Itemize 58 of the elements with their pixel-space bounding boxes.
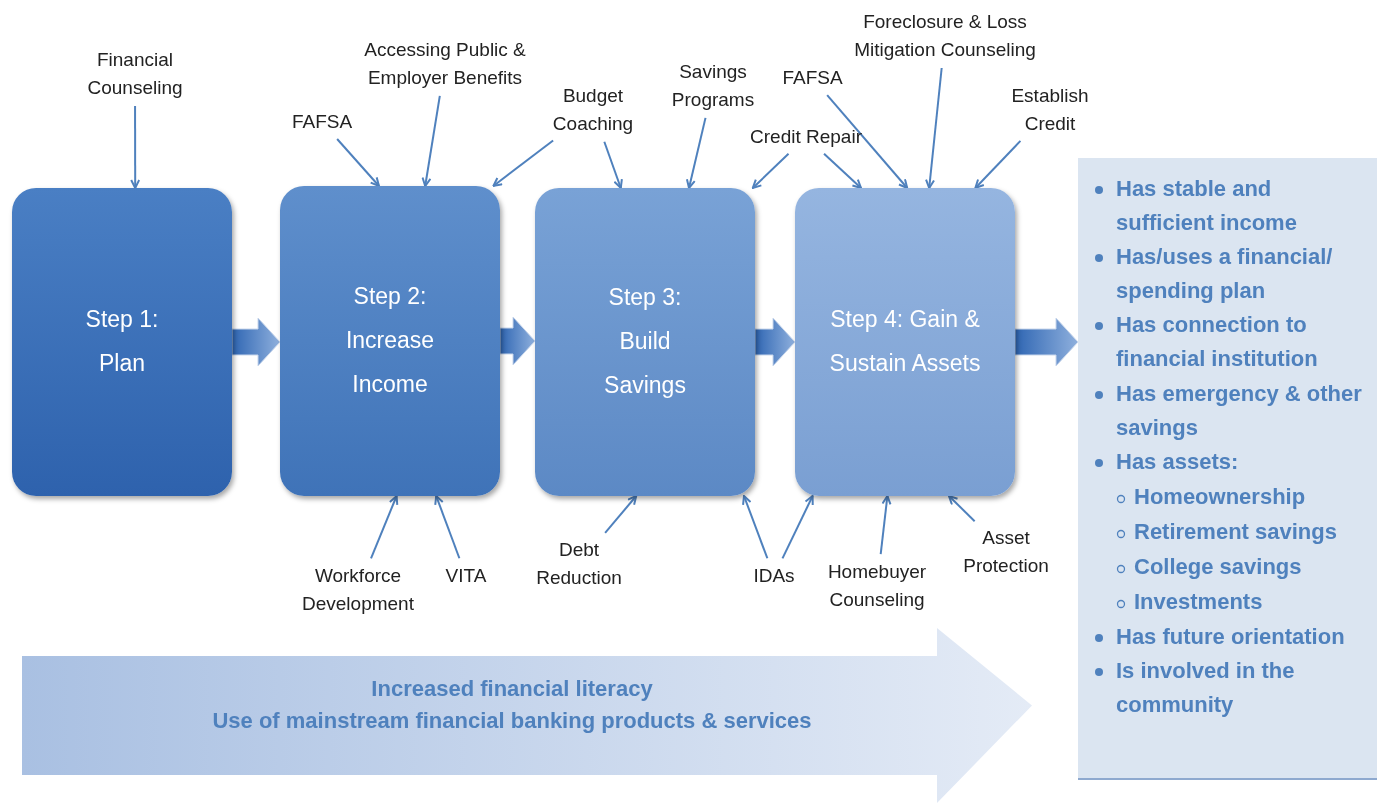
outcome-item: Has assets: <box>1116 448 1239 474</box>
arrow <box>604 495 638 534</box>
step-label: Step 1: Plan <box>84 305 160 378</box>
arrow <box>948 495 976 523</box>
block-arrow <box>499 316 536 366</box>
arrow <box>925 67 943 189</box>
callout-label: FAFSA <box>775 64 850 92</box>
arrow <box>781 495 814 560</box>
outcome-item: College savings <box>1134 554 1302 580</box>
arrow <box>823 152 862 189</box>
outcome-item: Has future orientation <box>1116 623 1345 649</box>
step-label: Step 3: Build Savings <box>603 283 687 400</box>
callout-label: Asset Protection <box>950 524 1062 580</box>
outcome-item: Has stable and sufficient income <box>1116 176 1297 236</box>
banner-arrow <box>22 628 1032 803</box>
arrow <box>685 116 707 189</box>
step-label: Step 4: Gain & Sustain Assets <box>828 305 982 378</box>
arrow <box>492 139 555 187</box>
outcome-item: Has emergency & other savings <box>1116 380 1362 440</box>
step-box <box>535 188 755 496</box>
arrow <box>974 139 1022 189</box>
banner-text: Use of mainstream financial banking products & services <box>211 708 813 734</box>
callout-label: Debt Reduction <box>523 536 635 592</box>
callout-label: Workforce Development <box>286 562 430 618</box>
arrow <box>336 138 380 187</box>
arrow <box>434 495 461 560</box>
banner-text: Increased financial literacy <box>370 676 654 702</box>
step-box <box>280 186 500 496</box>
arrow <box>130 105 141 189</box>
outcome-panel <box>1078 158 1377 780</box>
callout-label: VITA <box>438 562 494 590</box>
callout-label: Financial Counseling <box>70 46 200 102</box>
arrow <box>751 152 790 189</box>
callout-label: Homebuyer Counseling <box>812 558 942 614</box>
callout-label: Savings Programs <box>663 58 763 114</box>
block-arrow <box>1014 317 1079 367</box>
callout-label: Foreclosure & Loss Mitigation Counseling <box>840 8 1050 64</box>
arrow <box>742 495 769 560</box>
arrow <box>421 94 441 187</box>
step-box <box>795 188 1015 496</box>
step-label: Step 2: Increase Income <box>344 282 436 399</box>
arrow <box>826 94 909 189</box>
step-box <box>12 188 232 496</box>
arrow <box>603 140 623 189</box>
outcome-item: Homeownership <box>1134 483 1306 509</box>
outcome-item: Retirement savings <box>1134 519 1337 545</box>
outcome-item: Has connection to financial institution <box>1116 312 1318 372</box>
callout-label: IDAs <box>746 562 802 590</box>
block-arrow <box>754 317 796 367</box>
callout-label: Credit Repair <box>736 123 876 151</box>
block-arrow <box>231 317 281 367</box>
callout-label: Establish Credit <box>998 82 1102 138</box>
outcome-item: Has/uses a financial/ spending plan <box>1116 244 1333 304</box>
arrow <box>370 495 399 560</box>
outcome-item: Is involved in the community <box>1116 657 1295 717</box>
arrow <box>879 495 892 556</box>
callout-label: FAFSA <box>282 108 362 136</box>
outcome-item: Investments <box>1134 589 1263 615</box>
